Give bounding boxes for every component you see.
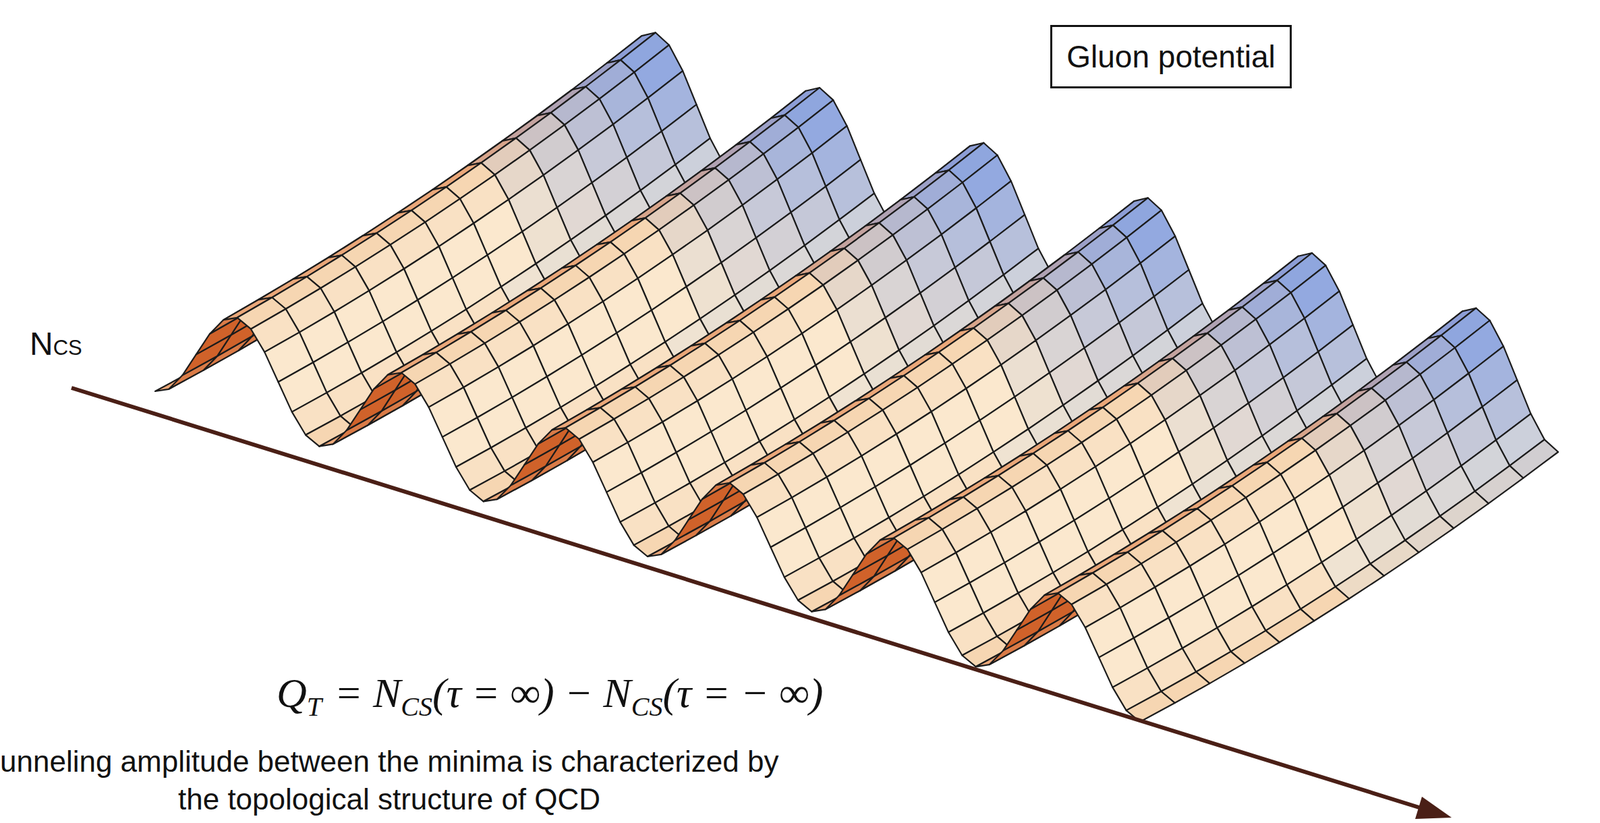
- description-text: the topological structure of QCD: [178, 782, 601, 816]
- formula: QT= NCS(τ = ∞) − NCS(τ = − ∞): [276, 667, 823, 724]
- formula-subscript: CS: [631, 691, 664, 722]
- mesh-cell: [688, 478, 738, 520]
- mesh-cell: [852, 534, 902, 575]
- formula-part: (τ = − ∞): [662, 669, 823, 716]
- mesh-cell: [524, 424, 574, 465]
- mesh-cell: [1017, 589, 1066, 631]
- formula-subscript: T: [306, 691, 322, 722]
- box-label: Gluon potential: [1066, 38, 1275, 75]
- axis-label-main: N: [29, 325, 54, 362]
- formula-subscript: CS: [400, 691, 433, 722]
- formula-part: = N: [334, 669, 402, 716]
- formula-part: (τ = ∞) − N: [432, 669, 632, 716]
- title-box: Gluon potential: [1050, 24, 1292, 89]
- formula-symbol: Q: [276, 669, 307, 716]
- axis-label: NCS: [29, 325, 83, 363]
- mesh-cell: [360, 368, 409, 410]
- description-line: the topological structure of QCD: [178, 782, 601, 817]
- axis-label-sub: CS: [53, 335, 83, 360]
- description-line: unneling amplitude between the minima is…: [0, 744, 779, 779]
- mesh-cell: [196, 313, 245, 355]
- axis-arrowhead: [1415, 796, 1452, 819]
- description-text: unneling amplitude between the minima is…: [0, 744, 779, 778]
